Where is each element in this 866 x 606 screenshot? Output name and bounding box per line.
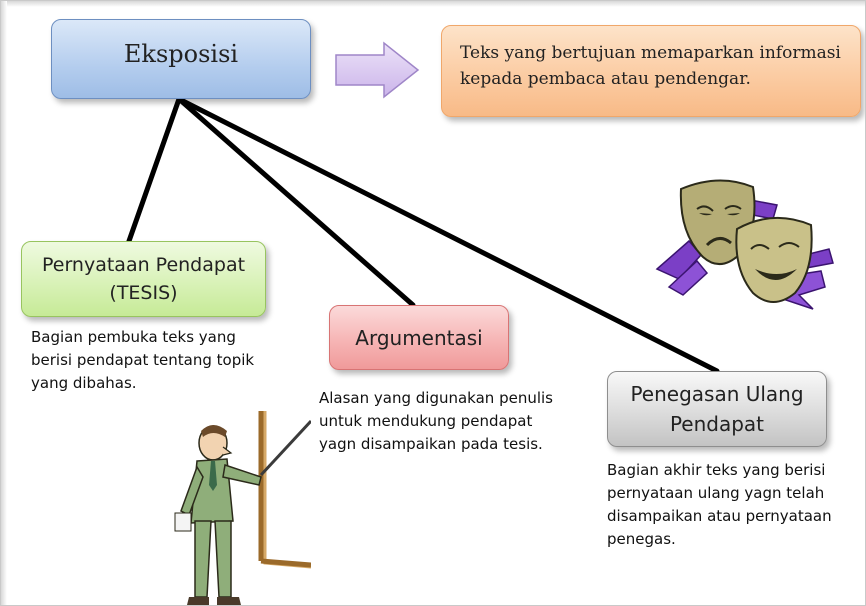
connector-line-penegasan bbox=[176, 96, 720, 374]
connector-line-argumentasi bbox=[176, 96, 416, 308]
node-argumentasi-label: Argumentasi bbox=[355, 325, 483, 350]
node-penegasan-label: Penegasan Ulang Pendapat bbox=[630, 382, 804, 436]
definition-box: Teks yang bertujuan memaparkan informasi… bbox=[441, 25, 861, 117]
definition-text: Teks yang bertujuan memaparkan informasi… bbox=[460, 43, 841, 89]
theater-masks-icon bbox=[649, 169, 839, 323]
root-node-eksposisi: Eksposisi bbox=[51, 19, 311, 99]
node-penegasan-ulang: Penegasan Ulang Pendapat bbox=[607, 371, 827, 447]
right-arrow-icon bbox=[334, 41, 420, 103]
node-argumentasi: Argumentasi bbox=[329, 305, 509, 370]
node-pernyataan-pendapat: Pernyataan Pendapat (TESIS) bbox=[21, 241, 266, 317]
root-node-label: Eksposisi bbox=[123, 40, 239, 68]
teacher-pointer-icon bbox=[161, 401, 313, 605]
tesis-description: Bagian pembuka teks yang berisi pendapat… bbox=[31, 328, 255, 392]
penegasan-description: Bagian akhir teks yang berisi pernyataan… bbox=[607, 461, 832, 548]
argumentasi-description: Alasan yang digunakan penulis untuk mend… bbox=[319, 389, 553, 453]
connector-line-tesis bbox=[126, 96, 182, 244]
node-tesis-label: Pernyataan Pendapat (TESIS) bbox=[41, 254, 246, 304]
